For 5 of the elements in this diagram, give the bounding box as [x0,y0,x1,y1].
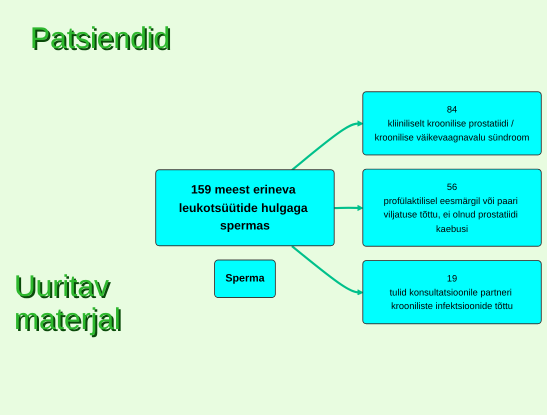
arrow [291,245,364,296]
heading-label: Uuritav materjal [14,270,122,336]
arrow [291,120,364,171]
heading-label: Patsiendid [30,22,170,55]
arrow [334,204,364,211]
